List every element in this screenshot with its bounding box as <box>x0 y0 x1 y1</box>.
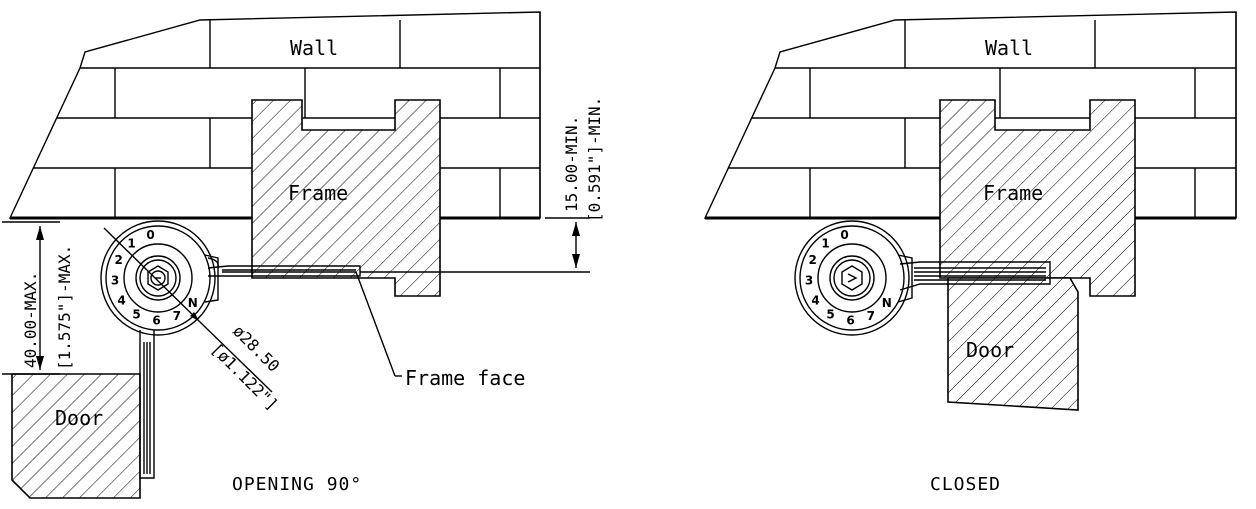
top-dimension: 15.00-MIN. [0.591"]-MIN. <box>360 97 604 273</box>
left-dial-number: 1 <box>127 237 135 251</box>
left-wall-label: Wall <box>290 36 338 60</box>
dim-top-mm: 15.00-MIN. <box>562 116 581 212</box>
left-frame-label: Frame <box>288 181 348 205</box>
left-dial-number: N <box>188 296 198 310</box>
left-dial-number: 5 <box>132 308 140 322</box>
left-dimension: 40.00-MAX. [1.575"]-MAX. <box>2 221 74 375</box>
left-dial-number: 2 <box>115 253 123 267</box>
right-dial-number: 4 <box>811 293 819 307</box>
left-door <box>11 373 141 499</box>
left-dial-number: 0 <box>146 228 154 242</box>
left-caption: OPENING 90° <box>232 474 362 495</box>
dim-left-in: [1.575"]-MAX. <box>55 245 74 370</box>
frame-face-label: Frame face <box>405 366 525 390</box>
right-dial-number: 5 <box>826 308 834 322</box>
left-dial-number: 6 <box>152 314 160 328</box>
right-dial-number: 6 <box>846 314 854 328</box>
right-dial-number: 3 <box>805 274 813 288</box>
right-dial-number: 1 <box>821 237 829 251</box>
left-hinge-arm <box>207 257 361 277</box>
dim-left-mm: 40.00-MAX. <box>21 272 40 368</box>
left-dial-number: 3 <box>111 274 119 288</box>
right-caption: CLOSED <box>930 474 1001 495</box>
left-door-label: Door <box>55 406 103 430</box>
right-wall-label: Wall <box>985 36 1033 60</box>
right-door-label: Door <box>966 338 1014 362</box>
right-dial-number: 7 <box>867 309 875 323</box>
left-door-arm <box>139 330 155 479</box>
left-frame <box>251 99 441 297</box>
right-hinge-arm <box>899 261 1051 291</box>
dim-top-in: [0.591"]-MIN. <box>585 97 604 222</box>
right-dial-number: 2 <box>809 253 817 267</box>
right-dial-number: N <box>882 296 892 310</box>
frame-face-leader <box>355 271 396 377</box>
left-dial-number: 4 <box>117 293 125 307</box>
right-frame-label: Frame <box>983 181 1043 205</box>
right-dial-number: 0 <box>840 228 848 242</box>
left-dial-number: 7 <box>173 309 181 323</box>
